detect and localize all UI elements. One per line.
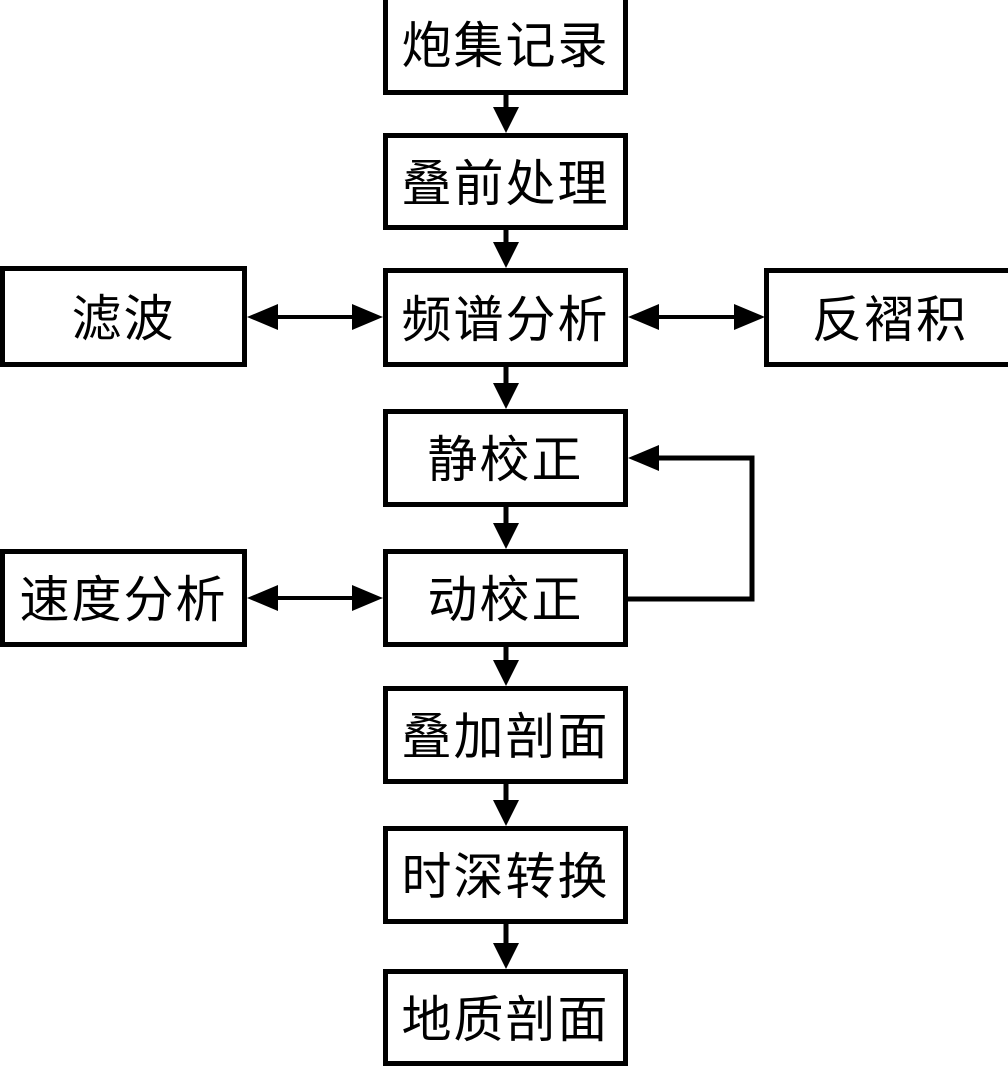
arrow-velocity-dynamic bbox=[247, 585, 383, 611]
node-label-stacked-section: 叠加剖面 bbox=[401, 709, 610, 765]
node-velocity-analysis: 速度分析 bbox=[0, 549, 247, 647]
node-label-geologic-section: 地质剖面 bbox=[401, 991, 610, 1048]
arrow-dynamic-to-stack bbox=[493, 647, 519, 686]
node-dynamic-correction: 动校正 bbox=[383, 549, 628, 647]
arrow-spectrum-to-static bbox=[493, 367, 519, 409]
arrow-prestack-to-spectrum bbox=[493, 230, 519, 268]
node-prestack-processing: 叠前处理 bbox=[383, 133, 628, 230]
arrow-stack-to-timedepth bbox=[493, 784, 519, 826]
arrow-filtering-spectrum bbox=[247, 304, 383, 330]
node-label-deconvolution: 反褶积 bbox=[812, 291, 968, 348]
node-time-depth-conversion: 时深转换 bbox=[383, 826, 628, 924]
node-static-correction: 静校正 bbox=[383, 409, 628, 507]
arrow-dynamic-to-static-feedback bbox=[628, 445, 755, 602]
node-label-velocity-analysis: 速度分析 bbox=[19, 572, 228, 628]
node-label-static-correction: 静校正 bbox=[427, 432, 584, 488]
node-filtering: 滤波 bbox=[0, 266, 247, 367]
node-stacked-section: 叠加剖面 bbox=[383, 686, 628, 784]
node-label-prestack-processing: 叠前处理 bbox=[401, 155, 610, 212]
arrow-spectrum-deconvolution bbox=[628, 304, 765, 330]
node-label-time-depth-conversion: 时深转换 bbox=[401, 849, 610, 905]
arrow-shot-gather-to-prestack bbox=[493, 95, 519, 133]
node-label-dynamic-correction: 动校正 bbox=[427, 572, 584, 628]
node-shot-gather-record: 炮集记录 bbox=[383, 0, 628, 95]
arrow-static-to-dynamic bbox=[493, 507, 519, 549]
node-deconvolution: 反褶积 bbox=[764, 268, 1008, 367]
arrow-timedepth-to-geologic bbox=[493, 924, 519, 969]
node-geologic-section: 地质剖面 bbox=[383, 969, 628, 1066]
node-spectrum-analysis: 频谱分析 bbox=[383, 268, 628, 367]
node-label-filtering: 滤波 bbox=[71, 290, 176, 347]
node-label-shot-gather-record: 炮集记录 bbox=[401, 17, 610, 74]
node-label-spectrum-analysis: 频谱分析 bbox=[401, 291, 610, 348]
